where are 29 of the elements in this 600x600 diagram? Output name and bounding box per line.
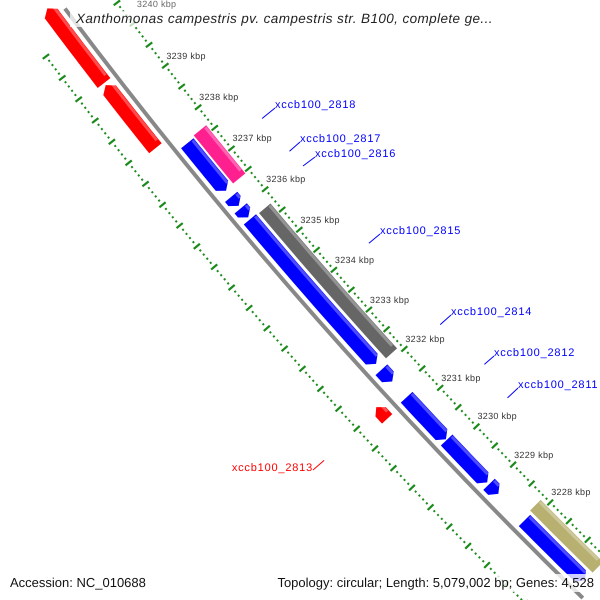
leader-line [440, 314, 452, 326]
gene-label: xccb100_2814 [451, 306, 532, 319]
scale-label: 3233 kbp [370, 294, 410, 305]
gene-label: xccb100_2817 [300, 133, 382, 146]
leader-line [368, 234, 380, 244]
scale-label: 3239 kbp [166, 50, 206, 61]
gene-label: xccb100_2812 [494, 347, 576, 360]
leader-line [484, 356, 494, 365]
gene-label: xccb100_2815 [380, 225, 462, 238]
scale-label: 3237 kbp [232, 133, 272, 144]
scale-label: 3231 kbp [441, 372, 481, 383]
leader-line [289, 142, 300, 152]
scale-label: 3228 kbp [551, 487, 591, 498]
scale-label: 3238 kbp [199, 92, 239, 102]
scale-label: 3240 kbp [136, 0, 176, 9]
gene-label: xccb100_2818 [275, 99, 356, 112]
scale-label: 3232 kbp [405, 334, 445, 344]
scale-label: 3230 kbp [477, 411, 517, 422]
leader-line [507, 388, 518, 398]
gene-label: xccb100_2816 [315, 148, 396, 161]
scale-label: 3236 kbp [266, 174, 306, 184]
gene-label: xccb100_2813 [232, 462, 313, 475]
scale-label: 3229 kbp [514, 450, 554, 460]
scale-label: 3235 kbp [300, 214, 340, 225]
leader-line [302, 156, 316, 166]
scale-label: 3234 kbp [334, 254, 374, 265]
leader-line [262, 108, 276, 119]
leader-line [312, 460, 325, 470]
gene-label: xccb100_2811 [518, 379, 598, 392]
